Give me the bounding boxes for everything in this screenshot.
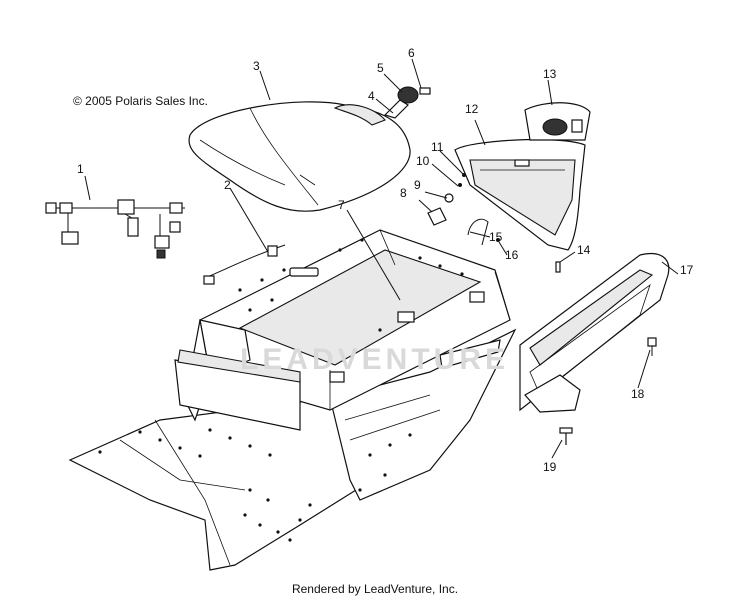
- callout-15: 15: [489, 230, 503, 244]
- callout-17: 17: [680, 263, 694, 277]
- wiring-assembly-1: [45, 199, 185, 259]
- side-panel-17: [519, 253, 670, 413]
- callout-12: 12: [465, 102, 479, 116]
- callout-16: 16: [505, 248, 519, 262]
- callout-9: 9: [414, 178, 421, 192]
- rivet-holes: [98, 238, 464, 542]
- callout-10: 10: [416, 154, 430, 168]
- callout-5: 5: [377, 61, 384, 75]
- fasteners: [559, 337, 657, 445]
- tail-light-13: [524, 102, 591, 141]
- callout-18: 18: [631, 387, 645, 401]
- callout-2: 2: [224, 178, 231, 192]
- callout-7: 7: [338, 198, 345, 212]
- copyright-text: © 2005 Polaris Sales Inc.: [73, 94, 208, 108]
- callout-8: 8: [400, 186, 407, 200]
- callout-labels: 1 2 3 4 5 6 7 8 9 10 11 12 13 14 15 16 1…: [77, 46, 694, 474]
- callout-13: 13: [543, 67, 557, 81]
- seat-cover: [188, 101, 411, 212]
- callout-1: 1: [77, 162, 84, 176]
- latch-assembly: [383, 86, 431, 119]
- callout-4: 4: [368, 89, 375, 103]
- callout-6: 6: [408, 46, 415, 60]
- leader-lines: [84, 58, 679, 459]
- callout-11: 11: [431, 140, 444, 154]
- storage-housing-12: [454, 138, 586, 251]
- storage-box-frame: [174, 229, 511, 431]
- callout-3: 3: [253, 59, 260, 73]
- callout-19: 19: [543, 460, 557, 474]
- small-hardware: [427, 173, 561, 273]
- wire-harness-2: [203, 244, 286, 285]
- footer-text: Rendered by LeadVenture, Inc.: [291, 582, 459, 596]
- callout-14: 14: [577, 243, 591, 257]
- watermark-text: LEADVENTURE: [240, 343, 510, 376]
